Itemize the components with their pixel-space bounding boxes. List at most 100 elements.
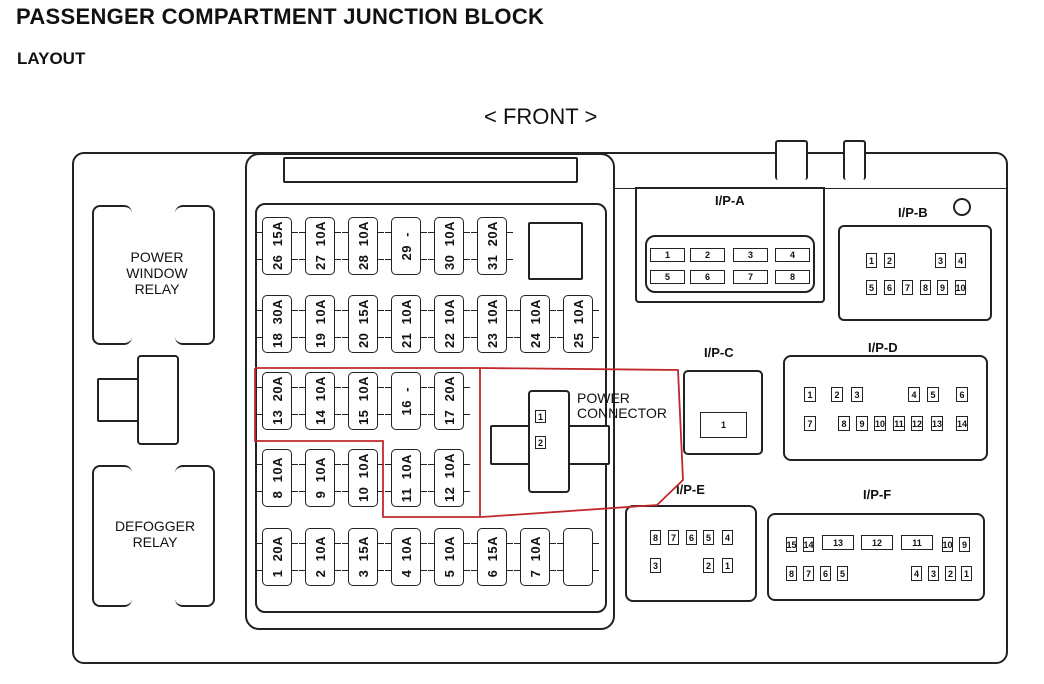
label-line: CONNECTOR	[577, 405, 667, 421]
fuse-21[interactable]: 21 10A	[391, 295, 421, 353]
ipb-connector[interactable]	[838, 225, 992, 321]
ipe-pin: 6	[686, 530, 697, 545]
ipa-pin: 2	[690, 248, 725, 262]
ipe-pin: 4	[722, 530, 733, 545]
fuse-2[interactable]: 2 10A	[305, 528, 335, 586]
mounting-tab	[843, 140, 866, 180]
power-connector-label: POWER CONNECTOR	[577, 391, 667, 421]
ipf-pin: 14	[803, 537, 814, 552]
fuse-10[interactable]: 10 10A	[348, 449, 378, 507]
ipe-pin: 2	[703, 558, 714, 573]
relay-label: RELAY	[132, 534, 178, 550]
ipd-pin: 13	[931, 416, 943, 431]
ipa-pin: 5	[650, 270, 685, 284]
label-line: POWER	[577, 390, 630, 406]
ipd-label: I/P-D	[868, 340, 898, 355]
fuse-30[interactable]: 30 10A	[434, 217, 464, 275]
ipd-pin: 5	[927, 387, 939, 402]
fuse-5[interactable]: 5 10A	[434, 528, 464, 586]
fuse-18[interactable]: 18 30A	[262, 295, 292, 353]
defogger-relay: DEFOGGER RELAY	[105, 518, 205, 550]
fuse-3[interactable]: 3 15A	[348, 528, 378, 586]
fuse-7[interactable]: 7 10A	[520, 528, 550, 586]
ipf-pin: 13	[822, 535, 854, 550]
ipb-pin: 4	[955, 253, 966, 268]
fuse-17[interactable]: 17 20A	[434, 372, 464, 430]
mounting-hole-icon	[953, 198, 971, 216]
ipe-connector[interactable]	[625, 505, 757, 602]
fuse-16[interactable]: 16 -	[391, 372, 421, 430]
fuse-8[interactable]: 8 10A	[262, 449, 292, 507]
fuse-29[interactable]: 29 -	[391, 217, 421, 275]
ipf-label: I/P-F	[863, 487, 892, 502]
ipf-pin: 3	[928, 566, 939, 581]
relay-label: POWER	[130, 249, 184, 265]
ipa-label: I/P-A	[715, 193, 745, 208]
fuse-23[interactable]: 23 10A	[477, 295, 507, 353]
fuse-1[interactable]: 1 20A	[262, 528, 292, 586]
ipa-pin: 7	[733, 270, 768, 284]
ipa-pin: 4	[775, 248, 810, 262]
ipd-pin: 10	[874, 416, 886, 431]
ipd-pin: 6	[956, 387, 968, 402]
ipf-pin: 2	[945, 566, 956, 581]
ipd-pin: 3	[851, 387, 863, 402]
fuse-24[interactable]: 24 10A	[520, 295, 550, 353]
side-connector-latch	[97, 378, 139, 422]
ipe-pin: 7	[668, 530, 679, 545]
fuse-19[interactable]: 19 10A	[305, 295, 335, 353]
ipb-pin: 5	[866, 280, 877, 295]
relay-bracket	[92, 205, 132, 345]
ipf-pin: 15	[786, 537, 797, 552]
layout-subtitle: LAYOUT	[17, 49, 86, 68]
ipf-pin: 5	[837, 566, 848, 581]
fuse-26[interactable]: 26 15A	[262, 217, 292, 275]
relay-bracket	[175, 465, 215, 607]
fuse-4[interactable]: 4 10A	[391, 528, 421, 586]
ipf-pin: 9	[959, 537, 970, 552]
fuse-28[interactable]: 28 10A	[348, 217, 378, 275]
ipb-pin: 2	[884, 253, 895, 268]
ipb-pin: 10	[955, 280, 966, 295]
fuse-14[interactable]: 14 10A	[305, 372, 335, 430]
ipf-connector[interactable]	[767, 513, 985, 601]
fuse-25[interactable]: 25 10A	[563, 295, 593, 353]
fuse-6[interactable]: 6 15A	[477, 528, 507, 586]
fuse-11[interactable]: 11 10A	[391, 449, 421, 507]
fuse-12[interactable]: 12 10A	[434, 449, 464, 507]
front-orientation-label: < FRONT >	[484, 104, 598, 129]
page-title: PASSENGER COMPARTMENT JUNCTION BLOCK	[16, 4, 545, 29]
ipd-connector[interactable]	[783, 355, 988, 461]
fuse-20[interactable]: 20 15A	[348, 295, 378, 353]
ipb-pin: 6	[884, 280, 895, 295]
relay-label: RELAY	[134, 281, 180, 297]
ipc-pin: 1	[700, 412, 747, 438]
ipf-pin: 11	[901, 535, 933, 550]
fuse-15[interactable]: 15 10A	[348, 372, 378, 430]
fuse-9[interactable]: 9 10A	[305, 449, 335, 507]
fuse-22[interactable]: 22 10A	[434, 295, 464, 353]
ipd-pin: 1	[804, 387, 816, 402]
ipd-pin: 11	[893, 416, 905, 431]
ipa-pin: 8	[775, 270, 810, 284]
fuse-13[interactable]: 13 20A	[262, 372, 292, 430]
ipd-pin: 2	[831, 387, 843, 402]
ipa-pin: 1	[650, 248, 685, 262]
ipe-pin: 8	[650, 530, 661, 545]
ipf-pin: 6	[820, 566, 831, 581]
power-connector-pin: 1	[535, 410, 546, 423]
ipe-pin: 5	[703, 530, 714, 545]
ipb-pin: 9	[937, 280, 948, 295]
relay-bracket	[175, 205, 215, 345]
ipd-pin: 12	[911, 416, 923, 431]
ipb-pin: 7	[902, 280, 913, 295]
ipe-label: I/P-E	[676, 482, 705, 497]
fuse-27[interactable]: 27 10A	[305, 217, 335, 275]
relay-label: WINDOW	[126, 265, 188, 281]
ipf-pin: 1	[961, 566, 972, 581]
ipb-pin: 8	[920, 280, 931, 295]
ipd-pin: 8	[838, 416, 850, 431]
fuse-spare[interactable]	[563, 528, 593, 586]
fuse-31[interactable]: 31 20A	[477, 217, 507, 275]
